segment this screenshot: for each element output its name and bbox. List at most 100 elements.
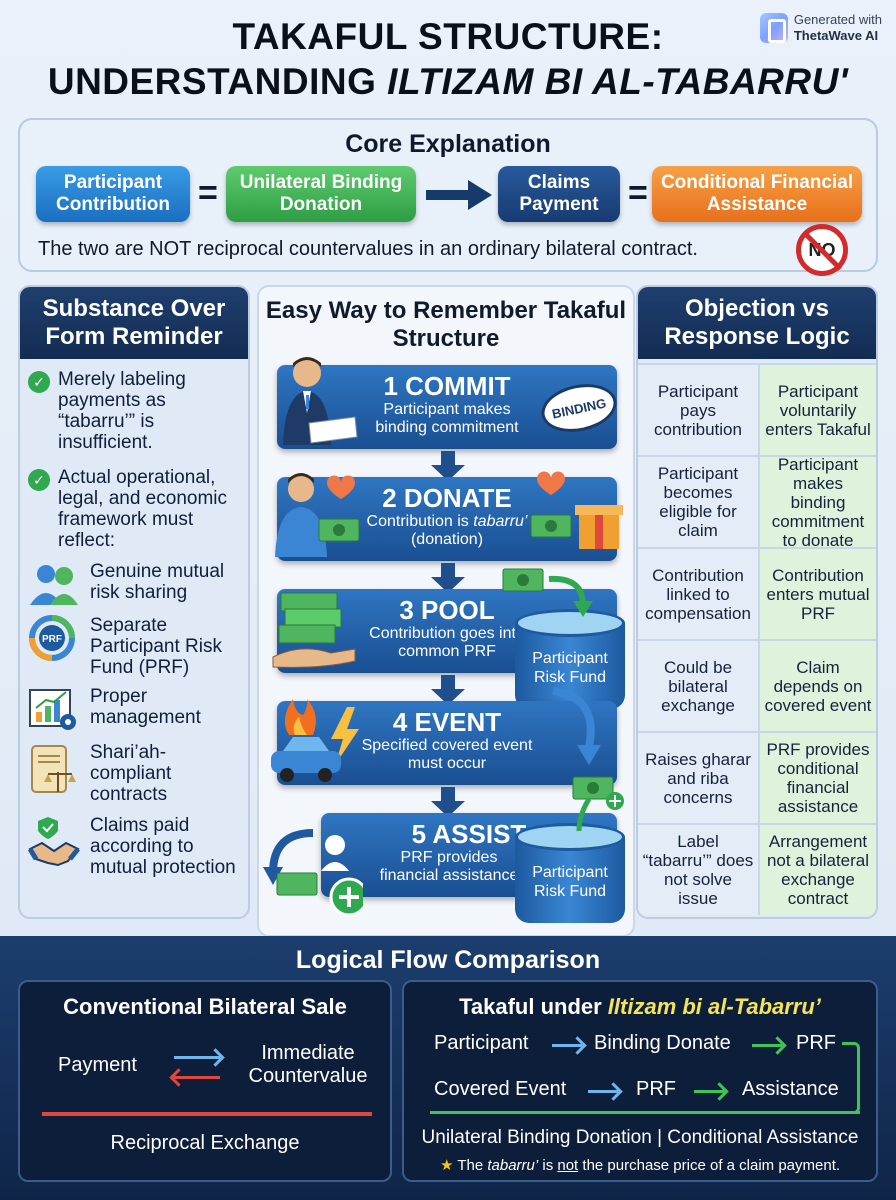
core-title: Core Explanation [345, 130, 551, 158]
objection-cell: Participant pays contribution [638, 365, 758, 455]
badge-line-1: Generated with [793, 12, 882, 27]
check-item-1: ✓ Merely labeling payments as “tabarru’”… [20, 369, 248, 453]
claims-payment-box: Claims Payment [498, 166, 620, 222]
fire-car-accident-icon [271, 699, 359, 782]
flow-connector [842, 1042, 860, 1114]
conventional-sale-box: Conventional Bilateral Sale Payment Imme… [18, 980, 392, 1182]
objection-cell: Label “tabarru’” does not solve issue [638, 825, 758, 915]
logical-flow-title: Logical Flow Comparison [295, 946, 601, 974]
table-row: Contribution linked to compensation Cont… [638, 547, 876, 639]
desc-part: Contribution is [366, 513, 474, 530]
reflect-label: Shari’ah-compliant contracts [90, 742, 172, 805]
reflect-label: Claims paid according to mutual protecti… [90, 815, 236, 878]
step-number: 4 EVENT [392, 707, 502, 737]
response-cell: PRF provides conditional financial assis… [758, 733, 876, 823]
flow-participant: Participant [434, 1032, 529, 1054]
participant-risk-fund-tank: Participant Risk Fund [515, 609, 625, 709]
divider [42, 1112, 372, 1116]
flow-covered-event: Covered Event [434, 1078, 567, 1100]
takaful-flow-box: Takaful under Iltizam bi al-Tabarru’ Par… [402, 980, 878, 1182]
curved-arrow-down-icon [552, 687, 601, 765]
flow-prf-2: PRF [636, 1078, 676, 1100]
table-row: Could be bilateral exchange Claim depend… [638, 639, 876, 731]
participant-contribution-box: Participant Contribution [36, 166, 190, 222]
money-out-icon [572, 776, 624, 832]
title-emphasis: ILTIZAM BI AL-TABARRU' [387, 61, 849, 102]
step-number: 5 ASSIST [411, 819, 527, 849]
step-description: Contribution is tabarru’ (donation) [277, 513, 617, 549]
step-event: 4 EVENT Specified covered event must occ… [277, 701, 617, 785]
reflect-label: Separate Participant Risk Fund (PRF) [90, 615, 222, 678]
right-arrow-icon [552, 1044, 582, 1047]
reflect-item: Genuine mutual risk sharing [20, 561, 248, 607]
generated-badge: Generated with ThetaWave AI [759, 12, 882, 44]
table-row: Participant pays contribution Participan… [638, 363, 876, 455]
equals-sign-1: = [198, 174, 218, 212]
step-number: 3 POOL [399, 595, 495, 625]
objection-cell: Could be bilateral exchange [638, 641, 758, 731]
check-text-2: Actual operational, legal, and economic … [58, 467, 227, 551]
prf-icon: PRF [28, 615, 80, 661]
easy-remember-panel: Easy Way to Remember Takaful Structure 1… [257, 285, 635, 937]
check-item-2: ✓ Actual operational, legal, and economi… [20, 467, 248, 551]
flow-prf-1: PRF [796, 1032, 836, 1054]
response-cell: Participant makes binding commitment to … [758, 455, 876, 550]
step-description: Specified covered event must occur [361, 737, 533, 772]
gift-money-heart-icon [530, 471, 623, 549]
response-cell: Participant voluntarily enters Takaful [758, 365, 876, 455]
right-arrow-icon [426, 180, 492, 210]
star-icon: ★ [439, 1157, 454, 1174]
assistance-plus-icon [263, 829, 363, 917]
step-description: Participant makes binding commitment [375, 401, 519, 436]
left-arrow-icon [174, 1076, 220, 1079]
footnote-part: The [457, 1157, 488, 1174]
participant-risk-fund-tank-2: Participant Risk Fund [515, 823, 625, 923]
tank-label: Participant Risk Fund [532, 650, 608, 686]
chart-gear-icon [28, 686, 80, 732]
footnote-emphasis: tabarru’ [487, 1157, 539, 1174]
objection-cell: Contribution linked to compensation [638, 549, 758, 639]
title-prefix: Takaful under [459, 994, 608, 1019]
substance-over-form-panel: Substance Over Form Reminder ✓ Merely la… [18, 285, 250, 919]
tank-top [515, 609, 625, 637]
right-arrow-icon [588, 1090, 618, 1093]
equals-sign-2: = [628, 174, 648, 212]
reciprocal-exchange-label: Reciprocal Exchange [110, 1132, 300, 1154]
response-cell: Contribution enters mutual PRF [758, 549, 876, 639]
takaful-footnote: ★ The tabarru’ is not the purchase price… [404, 1154, 876, 1177]
thetawave-logo-icon [759, 13, 788, 43]
no-label: NO [808, 239, 836, 260]
unilateral-donation-box: Unilateral Binding Donation [226, 166, 416, 222]
svg-text:PRF: PRF [42, 634, 62, 645]
flow-assistance: Assistance [742, 1078, 839, 1100]
right-arrow-icon [752, 1044, 782, 1047]
table-row: Raises gharar and riba concerns PRF prov… [638, 731, 876, 823]
right-arrow-icon [694, 1090, 724, 1093]
right-arrow-icon [174, 1056, 220, 1059]
hand-money-stack-icon [272, 592, 356, 668]
reflect-label: Proper management [90, 686, 201, 728]
desc-part: (donation) [410, 531, 484, 548]
footnote-part: the purchase price of a claim payment. [578, 1157, 841, 1174]
desc-emphasis: tabarru’ [473, 513, 528, 530]
core-note: The two are NOT reciprocal countervalues… [38, 238, 698, 260]
handshake-icon [27, 815, 80, 867]
reflect-label: Genuine mutual risk sharing [90, 561, 225, 603]
center-panel-title: Easy Way to Remember Takaful Structure [265, 297, 627, 352]
person-giving-money-icon [275, 473, 360, 557]
flow-connector-line [430, 1111, 860, 1114]
tank-body [515, 837, 625, 923]
footnote-part: is [538, 1157, 558, 1174]
payment-label: Payment [58, 1054, 137, 1076]
flow-binding-donate: Binding Donate [594, 1032, 731, 1054]
objection-cell: Participant becomes eligible for claim [638, 457, 758, 547]
objection-response-panel: Objection vs Response Logic Participant … [636, 285, 878, 919]
step-description: PRF provides financial assistance [379, 849, 519, 884]
left-panel-title: Substance Over Form Reminder [20, 287, 248, 359]
money-into-tank-icon [502, 568, 593, 617]
right-panel-title: Objection vs Response Logic [638, 287, 876, 359]
reflect-item: Claims paid according to mutual protecti… [20, 815, 248, 878]
check-icon: ✓ [28, 371, 50, 393]
step-number: 2 DONATE [382, 483, 512, 513]
objection-table: Participant pays contribution Participan… [638, 363, 876, 915]
